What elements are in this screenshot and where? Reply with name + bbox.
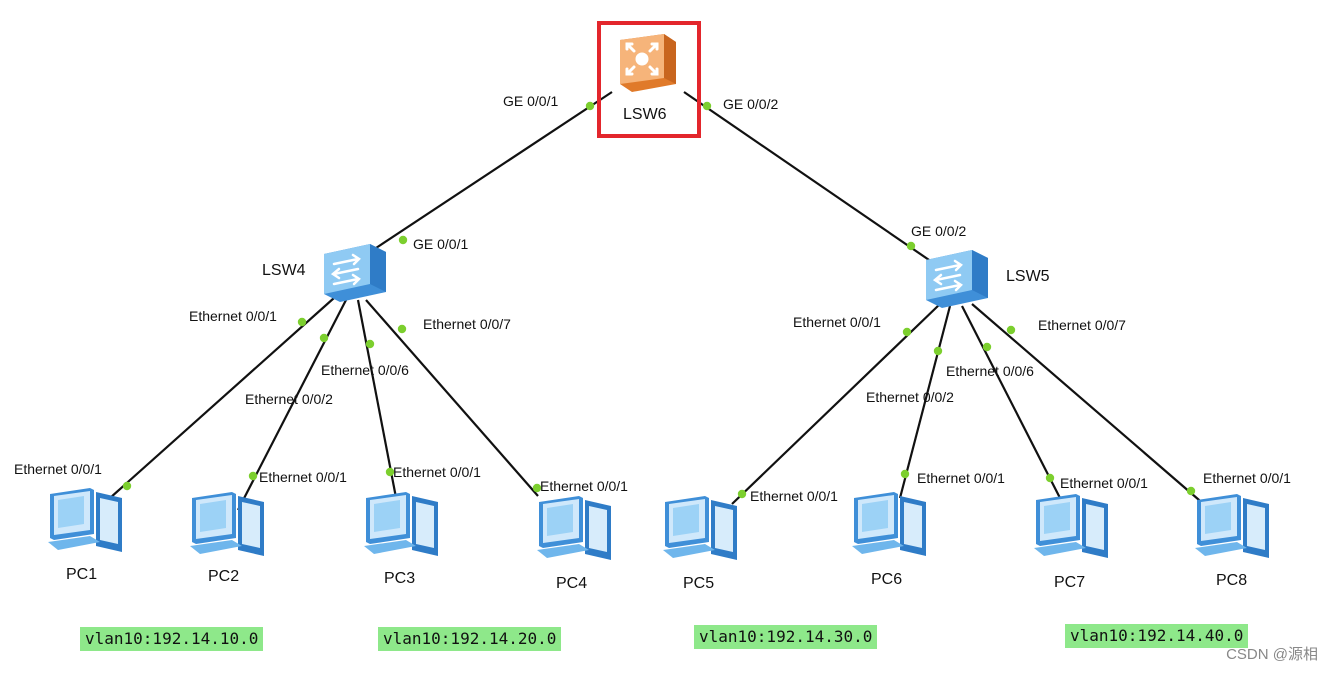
link-lsw5-pc8-port-dot-1 xyxy=(1006,325,1016,335)
pc8[interactable] xyxy=(1191,490,1273,564)
port-label-lsw4-ge1: GE 0/0/1 xyxy=(413,236,469,252)
link-lsw5-pc7[interactable] xyxy=(961,305,1061,499)
lsw4-label: LSW4 xyxy=(262,262,306,279)
link-lsw4-pc4-port-dot-1 xyxy=(397,324,407,334)
link-lsw6-lsw4-port-dot-1 xyxy=(585,101,595,111)
port-dots-layer xyxy=(122,101,1196,499)
port-label-lsw5-e6: Ethernet 0/0/6 xyxy=(946,363,1034,379)
port-label-pc7: Ethernet 0/0/1 xyxy=(1060,475,1148,491)
port-label-lsw5-ge2: GE 0/0/2 xyxy=(911,223,967,239)
vlan-label-2: vlan10:192.14.20.0 xyxy=(378,627,562,651)
link-lsw6-lsw4[interactable] xyxy=(375,91,613,249)
vlan-label-4: vlan10:192.14.40.0 xyxy=(1065,624,1249,648)
port-label-lsw6-ge2: GE 0/0/2 xyxy=(723,96,779,112)
pc4-label: PC4 xyxy=(556,575,588,592)
lsw6-core-switch[interactable] xyxy=(612,30,682,96)
link-lsw4-pc1-port-dot-2 xyxy=(122,481,132,491)
link-lsw4-pc4[interactable] xyxy=(365,299,539,497)
pc8-label: PC8 xyxy=(1216,572,1248,589)
pc5[interactable] xyxy=(659,492,741,566)
pc-icon xyxy=(1195,494,1269,558)
port-label-lsw6-ge1: GE 0/0/1 xyxy=(503,93,559,109)
port-label-lsw5-e1: Ethernet 0/0/1 xyxy=(793,314,881,330)
link-lsw5-pc5-port-dot-1 xyxy=(902,327,912,337)
link-lsw4-pc1-port-dot-1 xyxy=(297,317,307,327)
pc1[interactable] xyxy=(44,484,126,558)
link-lsw4-pc4-port-dot-2 xyxy=(532,483,542,493)
link-lsw6-lsw5[interactable] xyxy=(683,91,933,263)
watermark: CSDN @源相 xyxy=(1226,646,1318,663)
pc7-label: PC7 xyxy=(1054,574,1086,591)
port-label-lsw4-e7: Ethernet 0/0/7 xyxy=(423,316,511,332)
pc1-label: PC1 xyxy=(66,566,98,583)
link-lsw4-pc3-port-dot-1 xyxy=(365,339,375,349)
switch-icon xyxy=(324,244,386,302)
link-lsw5-pc7-port-dot-1 xyxy=(982,342,992,352)
link-lsw5-pc6-port-dot-1 xyxy=(933,346,943,356)
port-label-lsw5-e7: Ethernet 0/0/7 xyxy=(1038,317,1126,333)
switch-icon xyxy=(926,250,988,308)
port-label-lsw4-e1: Ethernet 0/0/1 xyxy=(189,308,277,324)
link-lsw4-pc3-port-dot-2 xyxy=(385,467,395,477)
port-label-pc5: Ethernet 0/0/1 xyxy=(750,488,838,504)
pc5-label: PC5 xyxy=(683,575,715,592)
pc-icon xyxy=(1034,494,1108,558)
link-lsw4-pc1[interactable] xyxy=(109,297,335,499)
port-label-lsw5-e2: Ethernet 0/0/2 xyxy=(866,389,954,405)
pc6-label: PC6 xyxy=(871,571,903,588)
link-lsw4-pc2-port-dot-2 xyxy=(248,471,258,481)
pc3[interactable] xyxy=(360,488,442,562)
link-lsw5-pc6-port-dot-2 xyxy=(900,469,910,479)
link-lsw5-pc5[interactable] xyxy=(731,303,941,505)
selection-highlight xyxy=(597,21,701,138)
pc7[interactable] xyxy=(1030,490,1112,564)
links-layer xyxy=(109,91,1207,511)
pc-icon xyxy=(364,492,438,556)
link-lsw5-pc8[interactable] xyxy=(971,303,1207,507)
lsw5-switch[interactable] xyxy=(922,246,992,308)
pc-icon xyxy=(852,492,926,556)
link-lsw6-lsw5-port-dot-2 xyxy=(906,241,916,251)
link-lsw6-lsw5-port-dot-1 xyxy=(702,101,712,111)
pc-icon xyxy=(48,488,122,552)
pc6[interactable] xyxy=(848,488,930,562)
pc3-label: PC3 xyxy=(384,570,416,587)
port-label-lsw4-e6: Ethernet 0/0/6 xyxy=(321,362,409,378)
vlan-label-3: vlan10:192.14.30.0 xyxy=(694,625,878,649)
port-label-pc1: Ethernet 0/0/1 xyxy=(14,461,102,477)
pc4[interactable] xyxy=(533,492,615,566)
lsw6-label: LSW6 xyxy=(623,106,667,123)
port-label-lsw4-e2: Ethernet 0/0/2 xyxy=(245,391,333,407)
lsw5-label: LSW5 xyxy=(1006,268,1050,285)
port-label-pc4: Ethernet 0/0/1 xyxy=(540,478,628,494)
pc2-label: PC2 xyxy=(208,568,240,585)
link-lsw6-lsw4-port-dot-2 xyxy=(398,235,408,245)
link-lsw5-pc5-port-dot-2 xyxy=(737,489,747,499)
link-lsw5-pc7-port-dot-2 xyxy=(1045,473,1055,483)
pc-icon xyxy=(663,496,737,560)
lsw4-switch[interactable] xyxy=(320,240,390,302)
vlan-label-1: vlan10:192.14.10.0 xyxy=(80,627,264,651)
pc-icon xyxy=(190,492,264,556)
link-lsw5-pc8-port-dot-2 xyxy=(1186,486,1196,496)
link-lsw5-pc6[interactable] xyxy=(898,305,952,499)
port-label-pc2: Ethernet 0/0/1 xyxy=(259,469,347,485)
port-label-pc8: Ethernet 0/0/1 xyxy=(1203,470,1291,486)
pc-icon xyxy=(537,496,611,560)
port-label-pc6: Ethernet 0/0/1 xyxy=(917,470,1005,486)
core-switch-icon xyxy=(620,34,676,92)
link-lsw4-pc2-port-dot-1 xyxy=(319,333,329,343)
pc2[interactable] xyxy=(186,488,268,562)
port-label-pc3: Ethernet 0/0/1 xyxy=(393,464,481,480)
